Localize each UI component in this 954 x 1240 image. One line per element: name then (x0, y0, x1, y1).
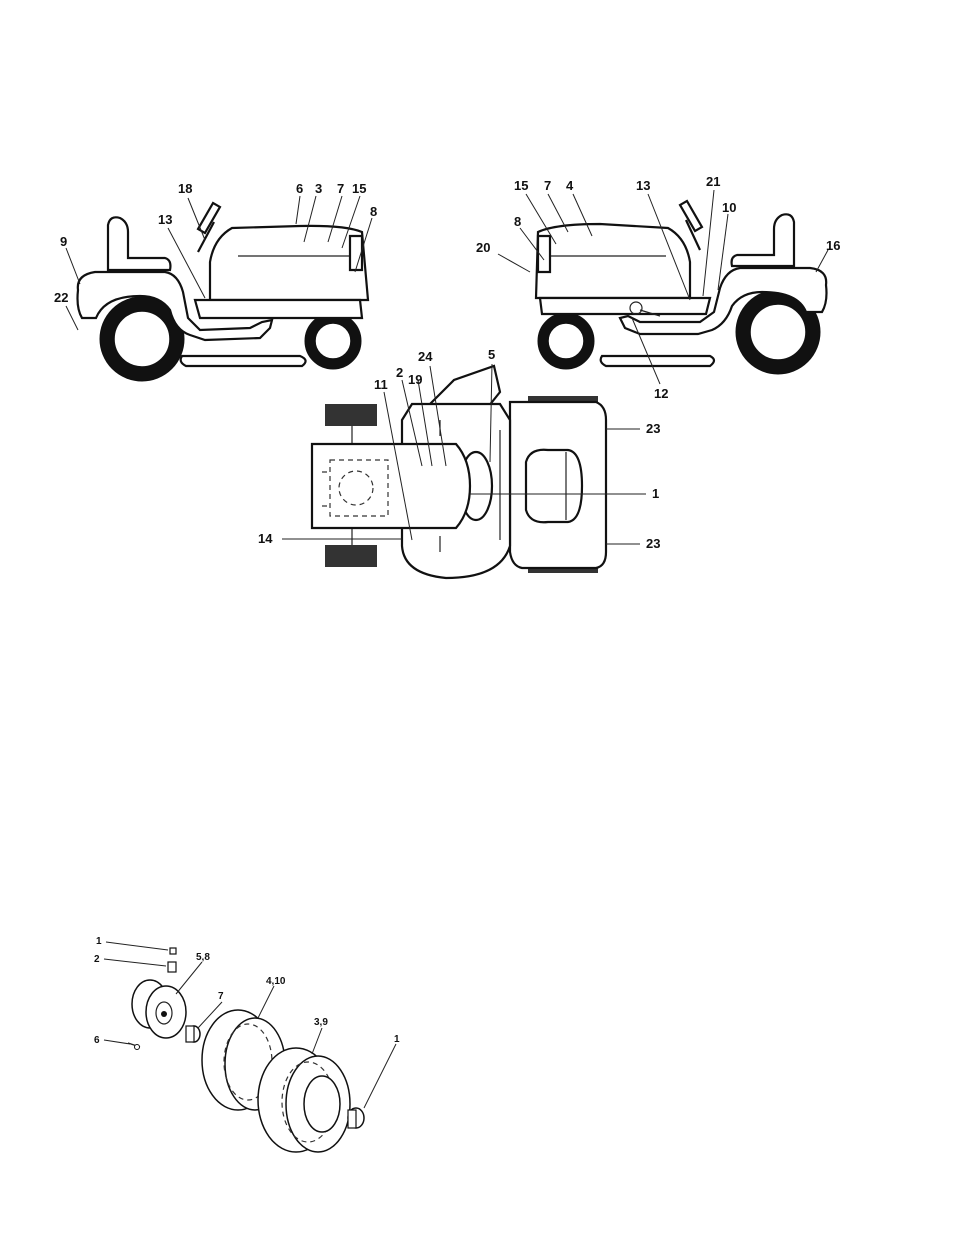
callout-7-left: 7 (337, 181, 344, 196)
callout-23-lower: 23 (646, 536, 660, 551)
deck-right (601, 356, 714, 366)
leader-16 (816, 250, 828, 272)
steering-wheel-left (198, 203, 220, 233)
leader-w2 (104, 959, 166, 966)
callout-w410: 4,10 (266, 976, 286, 987)
part-cap-small (170, 948, 176, 954)
callout-24: 24 (418, 349, 433, 364)
callout-7-right: 7 (544, 178, 551, 193)
leader-18 (188, 198, 205, 240)
leader-21 (703, 190, 714, 296)
seat-top (526, 450, 582, 523)
front-wheel-top-lower (325, 545, 377, 567)
callout-21: 21 (706, 174, 720, 189)
leader-w1 (106, 942, 168, 950)
callout-19: 19 (408, 372, 422, 387)
callout-11: 11 (374, 377, 388, 392)
callout-w58: 5,8 (196, 952, 210, 963)
leader-w410 (258, 986, 274, 1018)
callout-13-right: 13 (636, 178, 650, 193)
callout-4: 4 (566, 178, 574, 193)
leader-22 (66, 306, 78, 330)
callout-23-upper: 23 (646, 421, 660, 436)
callout-8-left: 8 (370, 204, 377, 219)
callout-16: 16 (826, 238, 840, 253)
leader-9 (66, 248, 80, 284)
callout-6: 6 (296, 181, 303, 196)
seat-right (732, 214, 794, 266)
front-hub-right (548, 323, 584, 359)
callout-20: 20 (476, 240, 490, 255)
callout-w6: 6 (94, 1035, 100, 1046)
front-wheel-top-upper (325, 404, 377, 426)
callout-1-top: 1 (652, 486, 659, 501)
callout-w39: 3,9 (314, 1017, 328, 1028)
tire-outer-rim-hole (304, 1076, 340, 1132)
deck-left (181, 356, 306, 366)
frame-right (540, 298, 710, 314)
callout-5: 5 (488, 347, 495, 362)
hub-cap-body (348, 1110, 356, 1128)
leader-20 (498, 254, 530, 272)
callout-w1-cap: 1 (394, 1034, 400, 1045)
callout-12: 12 (654, 386, 668, 401)
callout-w2: 2 (94, 954, 100, 965)
callout-18: 18 (178, 181, 192, 196)
rear-hub-left (114, 311, 170, 367)
rim-center (161, 1011, 167, 1017)
bearing-body (186, 1026, 194, 1042)
hood-left (210, 226, 368, 300)
leader-6 (296, 196, 300, 224)
tractor-left-side-view: 9 22 18 13 6 3 7 15 8 (54, 181, 377, 381)
leader-w39 (312, 1028, 322, 1054)
callout-8-right: 8 (514, 214, 521, 229)
tractor-top-view: 5 24 2 19 11 23 1 14 23 (258, 347, 660, 578)
steering-wheel-right (680, 201, 702, 231)
callout-3: 3 (315, 181, 322, 196)
frame-left (195, 300, 362, 318)
front-hub-left (315, 323, 351, 359)
callout-10: 10 (722, 200, 736, 215)
callout-13-left: 13 (158, 212, 172, 227)
rear-hub-right (750, 304, 806, 360)
leader-w58 (176, 962, 202, 994)
callout-w7: 7 (218, 991, 224, 1002)
callout-2-top: 2 (396, 365, 403, 380)
callout-w1: 1 (96, 936, 102, 947)
callout-9: 9 (60, 234, 67, 249)
callout-22: 22 (54, 290, 68, 305)
part-valve-stem (168, 962, 176, 972)
tractor-right-side-view: 15 7 4 13 21 10 8 20 16 12 (476, 174, 840, 401)
wheel-assembly-exploded-view: 1 2 5,8 4,10 7 6 3,9 1 (94, 936, 400, 1152)
leader-w1-cap (364, 1044, 396, 1108)
grille-left (350, 236, 362, 270)
bolt-head (135, 1045, 140, 1050)
callout-15-right: 15 (514, 178, 528, 193)
leader-w6 (104, 1040, 130, 1044)
hood-right (536, 224, 690, 298)
callout-15-left: 15 (352, 181, 366, 196)
callout-14: 14 (258, 531, 273, 546)
